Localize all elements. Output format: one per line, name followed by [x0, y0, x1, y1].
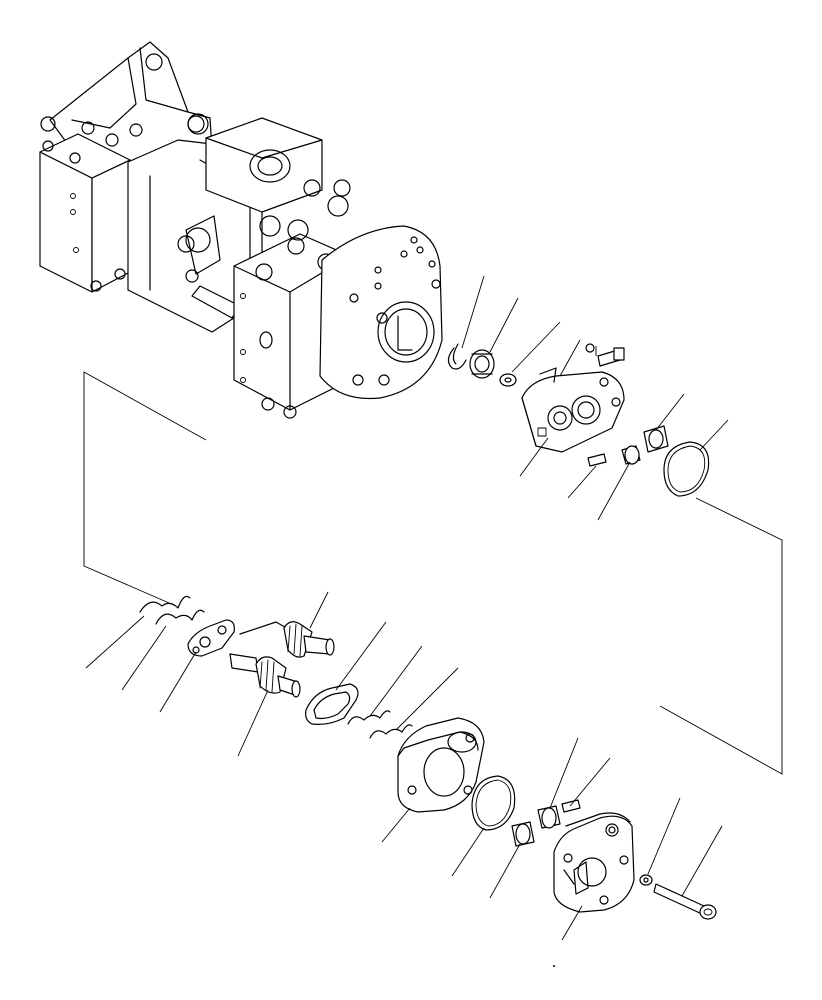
washer [499, 373, 517, 387]
stray-dot [553, 965, 555, 967]
gear-pump-case-upper [521, 367, 625, 453]
driven-gear [229, 653, 301, 698]
bearing [469, 349, 495, 379]
bolt-upper [597, 347, 625, 367]
bushing-upper-a [621, 445, 641, 465]
seal-plate [305, 683, 359, 725]
pump-assembly [39, 41, 443, 419]
o-ring-lower [471, 775, 516, 831]
bolt-lower [653, 883, 717, 920]
seal-clip-b [155, 609, 205, 625]
o-ring-upper [663, 441, 710, 497]
snap-ring [447, 343, 467, 370]
seal-clip-a [139, 595, 191, 613]
seal-clip-d [369, 724, 413, 739]
bushing-upper-b [643, 425, 669, 453]
wear-plate-small [187, 619, 235, 657]
pin-upper [585, 343, 595, 353]
washer-lower [639, 874, 653, 886]
seal-clip-c [347, 710, 391, 725]
dowel-pin-upper [587, 453, 607, 467]
drive-gear [239, 621, 335, 658]
end-cover [553, 812, 635, 913]
leader-lines [85, 275, 729, 941]
bushing-lower-a [511, 821, 535, 847]
gear-body [397, 717, 485, 813]
dowel-pin-lower [561, 799, 581, 813]
bushing-lower-b [537, 805, 561, 829]
assembly-lines [83, 371, 783, 775]
